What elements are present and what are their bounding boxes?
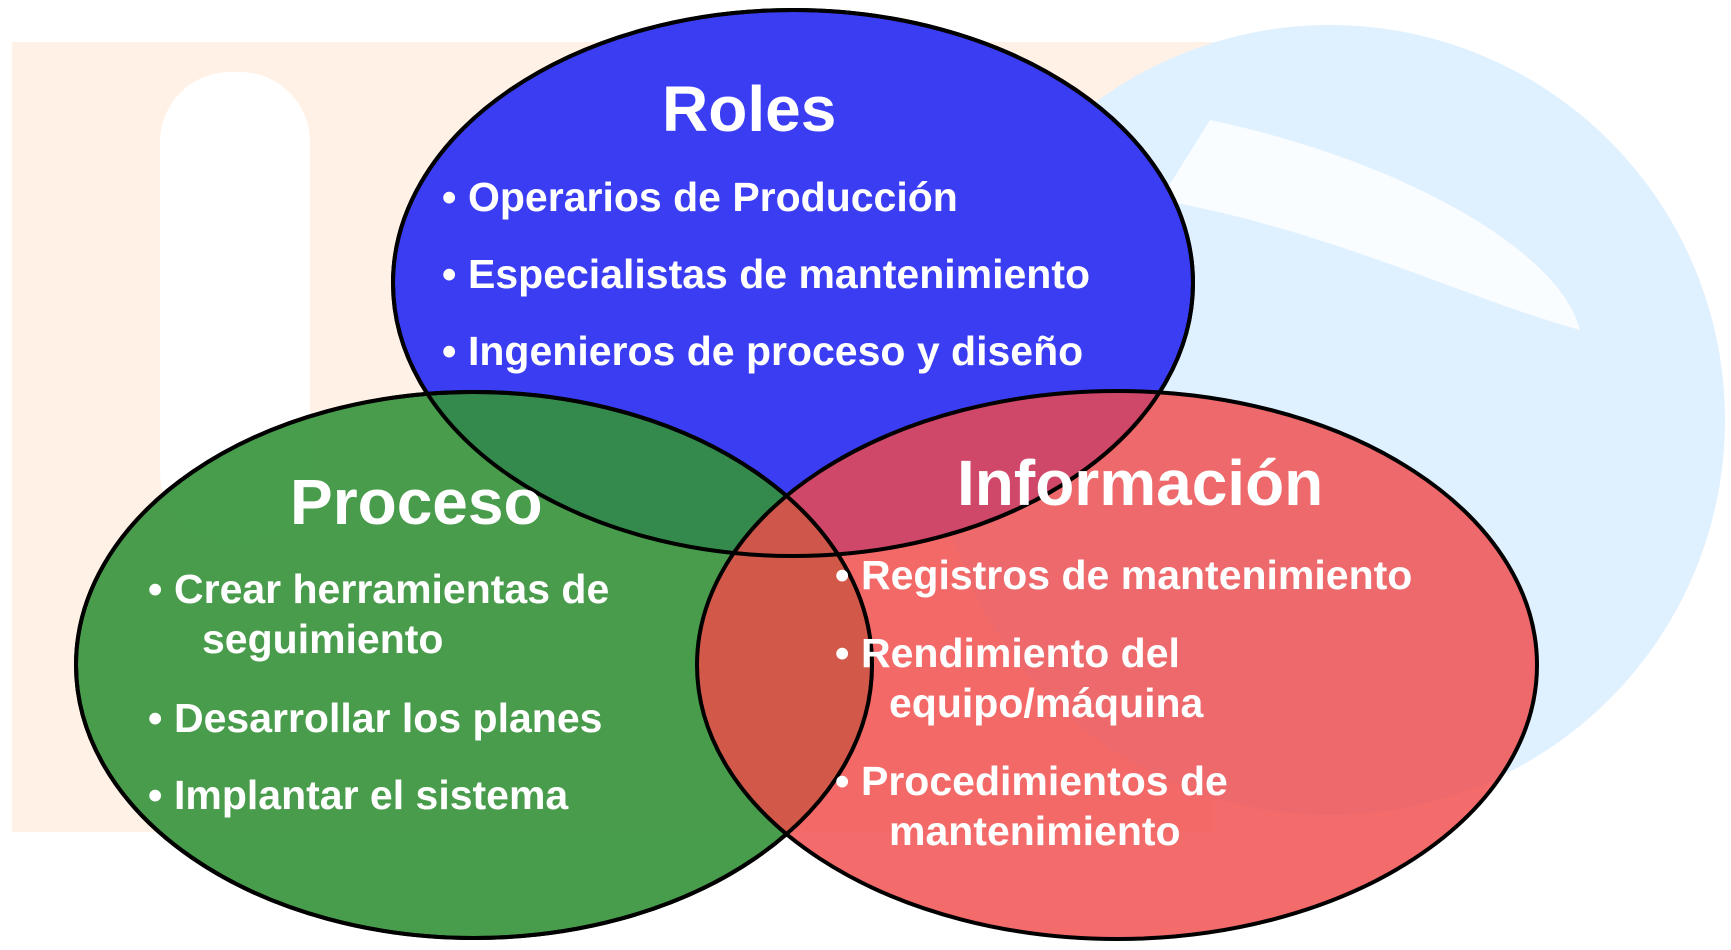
informacion-item: •Rendimiento del equipo/máquina <box>835 628 1203 728</box>
roles-title: Roles <box>662 73 837 145</box>
bullet-icon: • <box>148 695 163 741</box>
proceso-item-text: Crear herramientas de <box>174 566 610 612</box>
proceso-item-text: Implantar el sistema <box>174 772 569 818</box>
bullet-icon: • <box>148 566 163 612</box>
informacion-item-text: Rendimiento del <box>861 630 1180 676</box>
roles-item: •Ingenieros de proceso y diseño <box>442 326 1083 376</box>
bullet-icon: • <box>835 630 850 676</box>
roles-item: •Operarios de Producción <box>442 172 958 222</box>
informacion-item-text: Registros de mantenimiento <box>861 552 1413 598</box>
informacion-item: •Registros de mantenimiento <box>835 550 1412 600</box>
informacion-item: •Procedimientos de mantenimiento <box>835 756 1228 856</box>
proceso-item-continuation: seguimiento <box>202 616 444 662</box>
bullet-icon: • <box>442 328 457 374</box>
proceso-item-text: Desarrollar los planes <box>174 695 603 741</box>
bullet-icon: • <box>835 758 850 804</box>
proceso-title: Proceso <box>290 466 543 538</box>
roles-item-text: Especialistas de mantenimiento <box>468 251 1091 297</box>
circle-informacion <box>695 389 1539 941</box>
circle-roles-outline <box>391 8 1195 558</box>
roles-item-text: Ingenieros de proceso y diseño <box>468 328 1084 374</box>
proceso-item: •Implantar el sistema <box>148 770 568 820</box>
proceso-item: •Desarrollar los planes <box>148 693 602 743</box>
informacion-item-continuation: equipo/máquina <box>889 680 1204 726</box>
bullet-icon: • <box>442 251 457 297</box>
circle-proceso-outline <box>74 390 874 940</box>
roles-item-text: Operarios de Producción <box>468 174 958 220</box>
informacion-title: Información <box>957 447 1324 519</box>
bullet-icon: • <box>442 174 457 220</box>
informacion-item-continuation: mantenimiento <box>889 808 1181 854</box>
bullet-icon: • <box>148 772 163 818</box>
proceso-item: •Crear herramientas de seguimiento <box>148 564 609 664</box>
informacion-item-text: Procedimientos de <box>861 758 1228 804</box>
roles-item: •Especialistas de mantenimiento <box>442 249 1090 299</box>
background-watermark-bar-icon <box>160 72 310 542</box>
bullet-icon: • <box>835 552 850 598</box>
background-watermark-swirl-inner-icon <box>1160 120 1580 330</box>
